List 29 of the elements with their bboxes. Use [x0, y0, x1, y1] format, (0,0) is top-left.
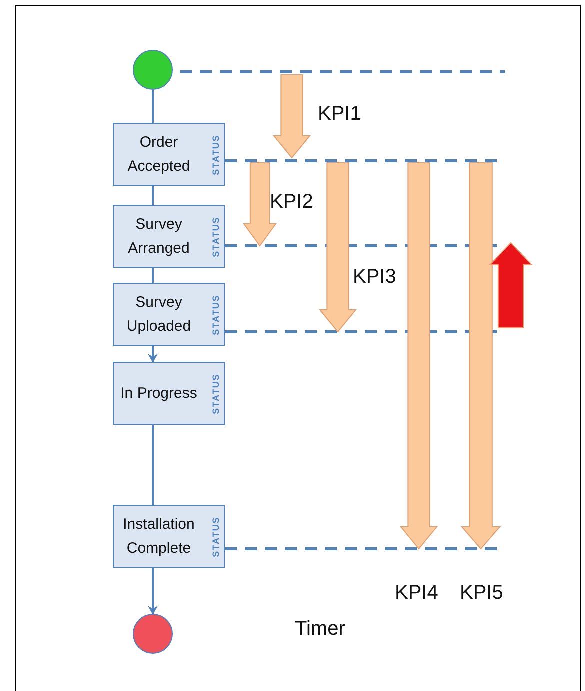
connector-line — [148, 346, 158, 363]
status-box — [113, 205, 225, 268]
status-box — [113, 123, 225, 186]
kpi-label: KPI1 — [318, 103, 362, 126]
status-tag: STATUS — [211, 134, 221, 175]
connector-line — [152, 268, 154, 283]
status-name: Survey Arranged — [127, 214, 191, 258]
status-tag: STATUS — [211, 373, 221, 414]
terminal-circle — [133, 50, 173, 90]
timer-label: Timer — [295, 618, 346, 641]
status-name: Survey Uploaded — [126, 292, 192, 336]
status-box — [113, 283, 225, 346]
status-box — [113, 362, 225, 425]
connector-line — [152, 90, 154, 123]
status-tag: STATUS — [211, 516, 221, 557]
connector-line — [152, 186, 154, 205]
status-tag: STATUS — [211, 216, 221, 257]
status-name: Installation Complete — [122, 514, 196, 558]
status-name: Order Accepted — [126, 132, 192, 176]
terminal-circle — [133, 614, 173, 654]
status-box — [113, 505, 225, 568]
status-tag: STATUS — [211, 294, 221, 335]
kpi-label: KPI4 — [395, 582, 438, 605]
kpi-label: KPI3 — [353, 266, 396, 289]
status-name: In Progress — [120, 384, 198, 404]
kpi-label: KPI2 — [270, 191, 314, 214]
connector-line — [152, 425, 154, 505]
connector-line — [148, 568, 158, 615]
kpi-label: KPI5 — [460, 582, 504, 605]
